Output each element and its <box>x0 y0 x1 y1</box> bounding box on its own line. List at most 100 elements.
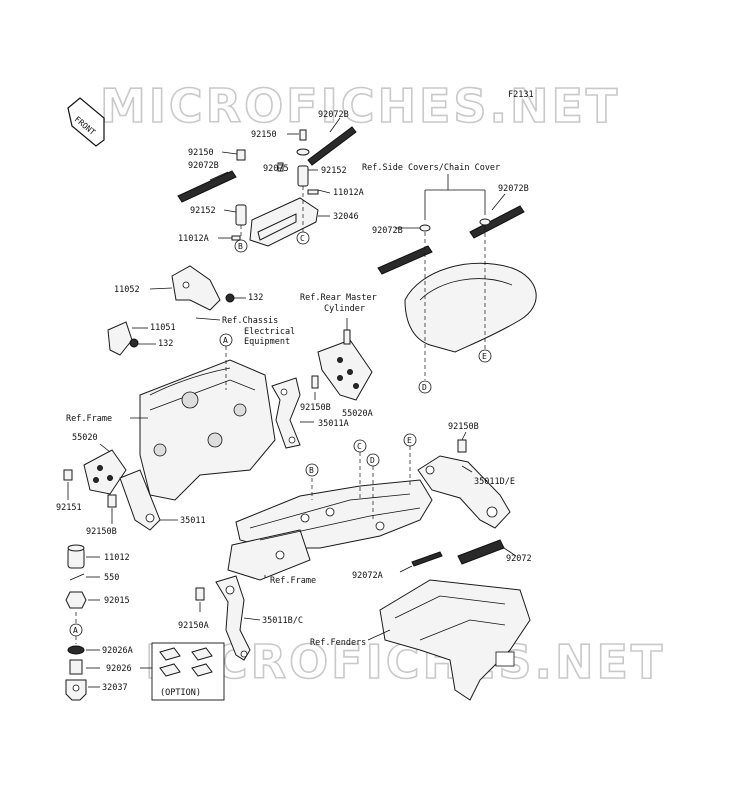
pin-11012a-left <box>231 235 241 241</box>
collar-92152-right <box>297 165 309 187</box>
footrest-bracket-35011bc <box>195 575 261 661</box>
bolt-92150-top <box>299 129 307 141</box>
label-ref-fenders: Ref.Fenders <box>310 638 366 648</box>
label-35011: 35011 <box>180 516 206 526</box>
label-35011a: 35011A <box>318 419 349 429</box>
chain-cover <box>404 262 537 353</box>
label-ref-rear-master-2: Cylinder <box>324 304 365 314</box>
label-92015: 92015 <box>104 596 130 606</box>
label-92072b-top: 92072B <box>318 110 349 120</box>
svg-text:B: B <box>238 242 243 251</box>
strap-92072b-left <box>177 170 237 203</box>
brake-pedal-55020a <box>317 318 373 401</box>
callout-e-mid: E <box>403 433 417 447</box>
option-box <box>140 642 225 701</box>
bolt-92150a <box>195 587 205 601</box>
label-92150b-mid: 92150B <box>300 403 331 413</box>
label-11051: 11051 <box>150 323 176 333</box>
svg-text:C: C <box>357 442 362 451</box>
label-92072a: 92072A <box>352 571 383 581</box>
label-32037: 32037 <box>102 683 128 693</box>
label-132-b: 132 <box>158 339 173 349</box>
strap-92072b-mid <box>377 245 433 275</box>
svg-text:E: E <box>407 436 412 445</box>
label-92152-left: 92152 <box>190 206 216 216</box>
rear-fender <box>367 579 531 701</box>
label-55020: 55020 <box>72 433 98 443</box>
label-92152-right: 92152 <box>321 166 347 176</box>
callout-d-right: D <box>418 380 432 394</box>
washer-92150 <box>296 148 310 156</box>
callout-b-mid: B <box>305 463 319 477</box>
bracket-11052 <box>149 265 246 311</box>
bracket-11051 <box>107 321 156 356</box>
side-cover-assembly <box>377 174 537 380</box>
label-92075: 92075 <box>263 164 289 174</box>
svg-text:E: E <box>482 352 487 361</box>
footrest-bracket-35011de <box>417 431 511 529</box>
label-55020a: 55020A <box>342 409 373 419</box>
subframe-assembly <box>227 446 433 581</box>
figure-code: F2131 <box>508 90 534 100</box>
top-bracket-assembly <box>177 117 357 247</box>
label-92150-top: 92150 <box>251 130 277 140</box>
label-ref-chassis-1: Ref.Chassis <box>222 316 278 326</box>
label-ref-rear-master-1: Ref.Rear Master <box>300 293 377 303</box>
label-35011bc: 35011B/C <box>262 616 303 626</box>
pin-11012a-right <box>307 189 319 195</box>
footpeg-55020 <box>63 443 178 531</box>
label-11012a-right: 11012A <box>333 188 364 198</box>
label-ref-chassis-3: Equipment <box>244 337 290 347</box>
strap-92072b-top <box>307 126 357 166</box>
label-ref-side-covers: Ref.Side Covers/Chain Cover <box>362 163 500 173</box>
frame-left <box>130 359 276 501</box>
label-92150b-right: 92150B <box>448 422 479 432</box>
callout-a-frame: A <box>219 333 233 390</box>
callout-d-mid: D <box>366 453 380 467</box>
label-32046: 32046 <box>333 212 359 222</box>
spacer-92026 <box>69 659 83 675</box>
callout-e-right: E <box>478 349 492 363</box>
label-92150a: 92150A <box>178 621 209 631</box>
label-132-a: 132 <box>248 293 263 303</box>
label-92150-left: 92150 <box>188 148 214 158</box>
label-ref-chassis-2: Electrical <box>244 327 295 337</box>
label-option: (OPTION) <box>160 688 201 698</box>
bolt-92151 <box>63 469 73 481</box>
label-35011de: 35011D/E <box>474 477 515 487</box>
strap-92072b-right <box>469 205 525 239</box>
nut-92015 <box>65 591 87 609</box>
bracket-32046-slot <box>257 213 297 241</box>
callout-b-top: B <box>234 239 248 253</box>
svg-text:B: B <box>309 466 314 475</box>
label-11012a-left: 11012A <box>178 234 209 244</box>
label-92072: 92072 <box>506 554 532 564</box>
strap-92072a <box>411 551 443 567</box>
svg-text:C: C <box>300 234 305 243</box>
label-ref-frame-bottom: Ref.Frame <box>270 576 316 586</box>
bolt-92075 <box>277 162 284 172</box>
label-92150b-left: 92150B <box>86 527 117 537</box>
bolt-92150-left <box>236 149 246 161</box>
label-ref-frame-left: Ref.Frame <box>66 414 112 424</box>
label-92072b-mid: 92072B <box>372 226 403 236</box>
left-bottom-stack <box>65 544 100 701</box>
washer-92026a <box>67 645 85 655</box>
label-92072b-left: 92072B <box>188 161 219 171</box>
label-550: 550 <box>104 573 119 583</box>
bolt-92150b-left <box>107 494 117 508</box>
callout-c-top: C <box>296 231 310 245</box>
label-11052: 11052 <box>114 285 140 295</box>
watermark-top: MICROFICHES.NET <box>100 79 620 133</box>
svg-text:A: A <box>223 336 228 345</box>
strap-92072 <box>457 539 505 565</box>
label-92026a: 92026A <box>102 646 133 656</box>
callout-a-bottom-letter: A <box>73 626 78 635</box>
label-92072b-right: 92072B <box>498 184 529 194</box>
label-92026: 92026 <box>106 664 132 674</box>
label-92151: 92151 <box>56 503 82 513</box>
bolt-top-55020a <box>343 329 351 345</box>
footrest-bracket-35011a <box>271 375 319 449</box>
label-11012: 11012 <box>104 553 130 563</box>
